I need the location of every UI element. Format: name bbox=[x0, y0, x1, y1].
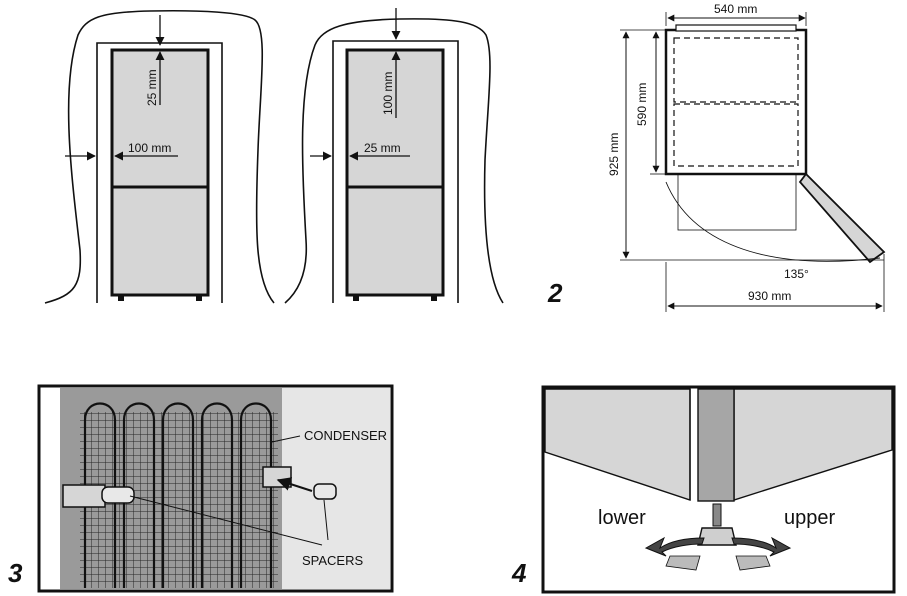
cabinet-base-shadow bbox=[677, 173, 797, 231]
depth-label: 590 mm bbox=[635, 83, 649, 126]
door-swing-arc bbox=[665, 181, 881, 262]
figure-2: 540 mm 590 mm 925 mm 135° 930 mm 2 bbox=[547, 2, 886, 312]
lower-arrow bbox=[644, 536, 705, 557]
spacer-arrow bbox=[276, 477, 313, 492]
niche-outline bbox=[284, 18, 504, 304]
fridge-foot-right bbox=[431, 295, 437, 301]
inner-dashed-bottom bbox=[673, 103, 799, 167]
condenser-leader bbox=[271, 435, 301, 443]
lower-label: lower bbox=[598, 507, 646, 529]
foot-base bbox=[697, 527, 737, 546]
fridge-foot-right bbox=[196, 295, 202, 301]
figure-1-left: 25 mm 100 mm bbox=[44, 9, 275, 304]
fridge-foot-left bbox=[353, 295, 359, 301]
cabinet-gap bbox=[697, 388, 735, 502]
side-gap-label: 25 mm bbox=[364, 141, 401, 155]
open-door bbox=[798, 172, 886, 264]
right-bracket bbox=[262, 466, 292, 488]
fridge-foot-left bbox=[118, 295, 124, 301]
niche-frame bbox=[332, 40, 459, 303]
angle-label: 135° bbox=[784, 267, 809, 281]
figure-number-3: 3 bbox=[8, 558, 23, 588]
upper-trail bbox=[735, 555, 771, 571]
spacers-leader-2 bbox=[323, 499, 329, 541]
inner-dashed-top bbox=[673, 37, 799, 103]
niche-outline bbox=[44, 9, 275, 304]
condenser-label: CONDENSER bbox=[304, 428, 387, 443]
condenser-coils bbox=[83, 402, 273, 588]
upper-arrow bbox=[731, 536, 792, 557]
top-gap-label: 100 mm bbox=[381, 72, 395, 115]
top-gap-label: 25 mm bbox=[145, 69, 159, 106]
left-bracket bbox=[62, 484, 106, 508]
height-label: 925 mm bbox=[607, 133, 621, 176]
cabinet-handle-strip bbox=[675, 24, 797, 32]
open-depth-label: 930 mm bbox=[748, 289, 791, 303]
lower-trail bbox=[665, 555, 701, 571]
width-label: 540 mm bbox=[714, 2, 757, 16]
side-gap-label: 100 mm bbox=[128, 141, 171, 155]
spacers-label: SPACERS bbox=[302, 553, 363, 568]
figure-1-right: 100 mm 25 mm bbox=[284, 8, 504, 304]
foot-screw bbox=[712, 503, 722, 527]
figure-number-2: 2 bbox=[547, 278, 563, 308]
figure-4: lower upper 4 bbox=[511, 385, 896, 594]
right-spacer bbox=[313, 483, 337, 500]
figure-number-4: 4 bbox=[511, 558, 527, 588]
spacers-leader-1 bbox=[129, 495, 323, 546]
figure-3: CONDENSER SPACERS 3 bbox=[8, 384, 394, 593]
left-spacer bbox=[101, 486, 135, 504]
upper-label: upper bbox=[784, 507, 835, 529]
fridge-body bbox=[345, 48, 445, 297]
